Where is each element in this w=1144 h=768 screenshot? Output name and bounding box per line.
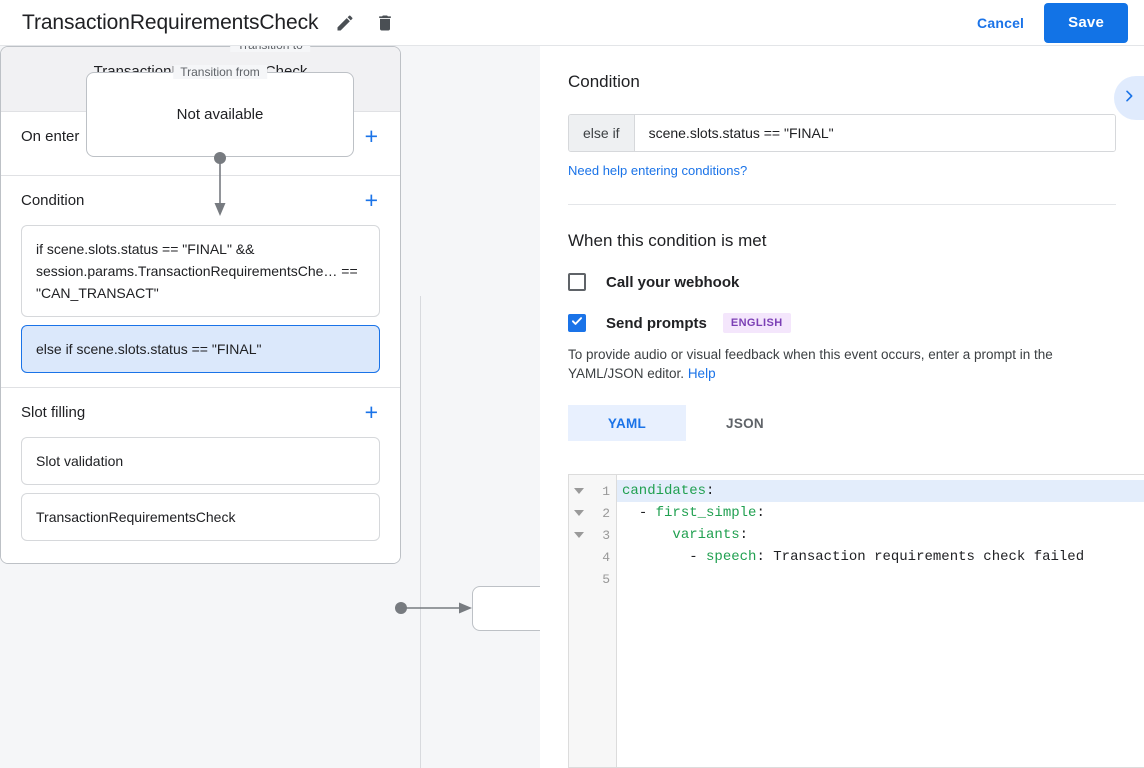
target-node-card[interactable] [472,586,540,631]
pencil-icon [335,13,355,33]
call-webhook-label: Call your webhook [606,273,740,291]
call-webhook-checkbox[interactable] [568,273,586,291]
slot-filling-item[interactable]: TransactionRequirementsCheck [21,493,380,541]
section-divider [568,204,1116,205]
fold-toggle-icon[interactable] [574,488,584,494]
yaml-editor[interactable]: 1 2 3 4 5 candidates: - first_simple: va… [568,474,1144,768]
code-key: variants [672,527,740,543]
code-colon: : [739,527,749,543]
editor-gutter: 1 2 3 4 5 [569,475,617,767]
language-badge: ENGLISH [722,313,791,333]
section-header: On enter + [21,112,380,161]
edit-button[interactable] [332,10,358,36]
code-indent [622,505,639,521]
editor-code-area[interactable]: candidates: - first_simple: variants: - … [617,475,1144,767]
send-prompts-label: Send prompts [606,314,707,332]
gutter-line[interactable]: 5 [569,568,616,590]
slot-filling-item[interactable]: Slot validation [21,437,380,485]
code-line[interactable]: variants: [617,524,1144,546]
code-line[interactable]: - first_simple: [617,502,1144,524]
code-value: Transaction requirements check failed [764,549,1085,565]
condition-input[interactable] [634,115,1115,151]
prompt-help-text: To provide audio or visual feedback when… [568,347,1053,381]
transition-from-card[interactable]: Transition from Not available [86,65,354,157]
condition-item-selected[interactable]: else if scene.slots.status == "FINAL" [21,325,380,373]
gutter-line[interactable]: 3 [569,524,616,546]
cancel-button[interactable]: Cancel [965,7,1036,39]
section-slot-filling: Slot filling + Slot validation Transacti… [1,388,400,563]
save-button[interactable]: Save [1044,2,1128,43]
code-indent [622,527,672,543]
gutter-line[interactable]: 1 [569,480,616,502]
gutter-line[interactable]: 2 [569,502,616,524]
tab-yaml[interactable]: YAML [568,405,686,441]
add-condition-button[interactable]: + [364,187,378,213]
code-colon: : [756,505,765,521]
add-slot-filling-button[interactable]: + [364,399,378,425]
code-key: candidates [622,483,707,499]
gutter-line[interactable]: 4 [569,546,616,568]
condition-help-link[interactable]: Need help entering conditions? [568,163,748,178]
when-condition-heading: When this condition is met [568,231,767,250]
line-number: 2 [602,505,610,521]
top-bar: TransactionRequirementsCheck Cancel Save [0,0,1144,46]
check-icon [570,314,584,333]
condition-heading: Condition [568,72,640,91]
code-dash: - [638,505,656,521]
section-header: Slot filling + [21,388,380,437]
trash-icon [375,13,395,33]
pane-divider [420,296,421,768]
condition-block: Condition else if Need help entering con… [540,46,1144,205]
graph-pane: Transition from Not available Transition… [0,46,540,768]
code-dash: - [689,549,707,565]
code-line[interactable]: candidates: [617,480,1144,502]
section-title-on-enter: On enter [21,128,80,145]
code-line[interactable]: - speech: Transaction requirements check… [617,546,1144,568]
delete-button[interactable] [372,10,398,36]
code-line[interactable] [617,568,1144,590]
code-key: speech [706,549,757,565]
chevron-right-icon [1121,88,1137,109]
code-key: first_simple [655,505,757,521]
transition-from-value: Not available [176,106,264,123]
send-prompts-checkbox[interactable] [568,314,586,332]
condition-item[interactable]: if scene.slots.status == "FINAL" && sess… [21,225,380,317]
section-header: Condition + [21,176,380,225]
webhook-row[interactable]: Call your webhook [568,273,1116,291]
code-colon: : [706,483,715,499]
condition-prefix-label: else if [569,115,635,151]
send-prompts-row[interactable]: Send prompts ENGLISH [568,313,1116,333]
fold-toggle-icon[interactable] [574,532,584,538]
transition-from-legend: Transition from [173,65,267,79]
editor-tabs: YAML JSON [568,405,1116,441]
line-number: 3 [602,527,610,543]
expand-panel-button[interactable] [1114,76,1144,120]
line-number: 5 [602,571,610,587]
transition-to-legend: Transition to [230,46,310,52]
line-number: 4 [602,549,610,565]
condition-editor-row: else if [568,114,1116,152]
section-condition: Condition + if scene.slots.status == "FI… [1,176,400,388]
line-number: 1 [602,483,610,499]
prompt-help-link[interactable]: Help [687,366,716,381]
code-indent [622,549,689,565]
prompt-help-note: To provide audio or visual feedback when… [568,345,1116,383]
add-on-enter-button[interactable]: + [364,123,378,149]
section-title-slot-filling: Slot filling [21,404,86,421]
code-colon: : [756,549,765,565]
fold-toggle-icon[interactable] [574,510,584,516]
page-title: TransactionRequirementsCheck [22,10,319,34]
section-title-condition: Condition [21,192,85,209]
tab-json[interactable]: JSON [726,415,764,431]
when-condition-met-block: When this condition is met Call your web… [540,205,1144,441]
